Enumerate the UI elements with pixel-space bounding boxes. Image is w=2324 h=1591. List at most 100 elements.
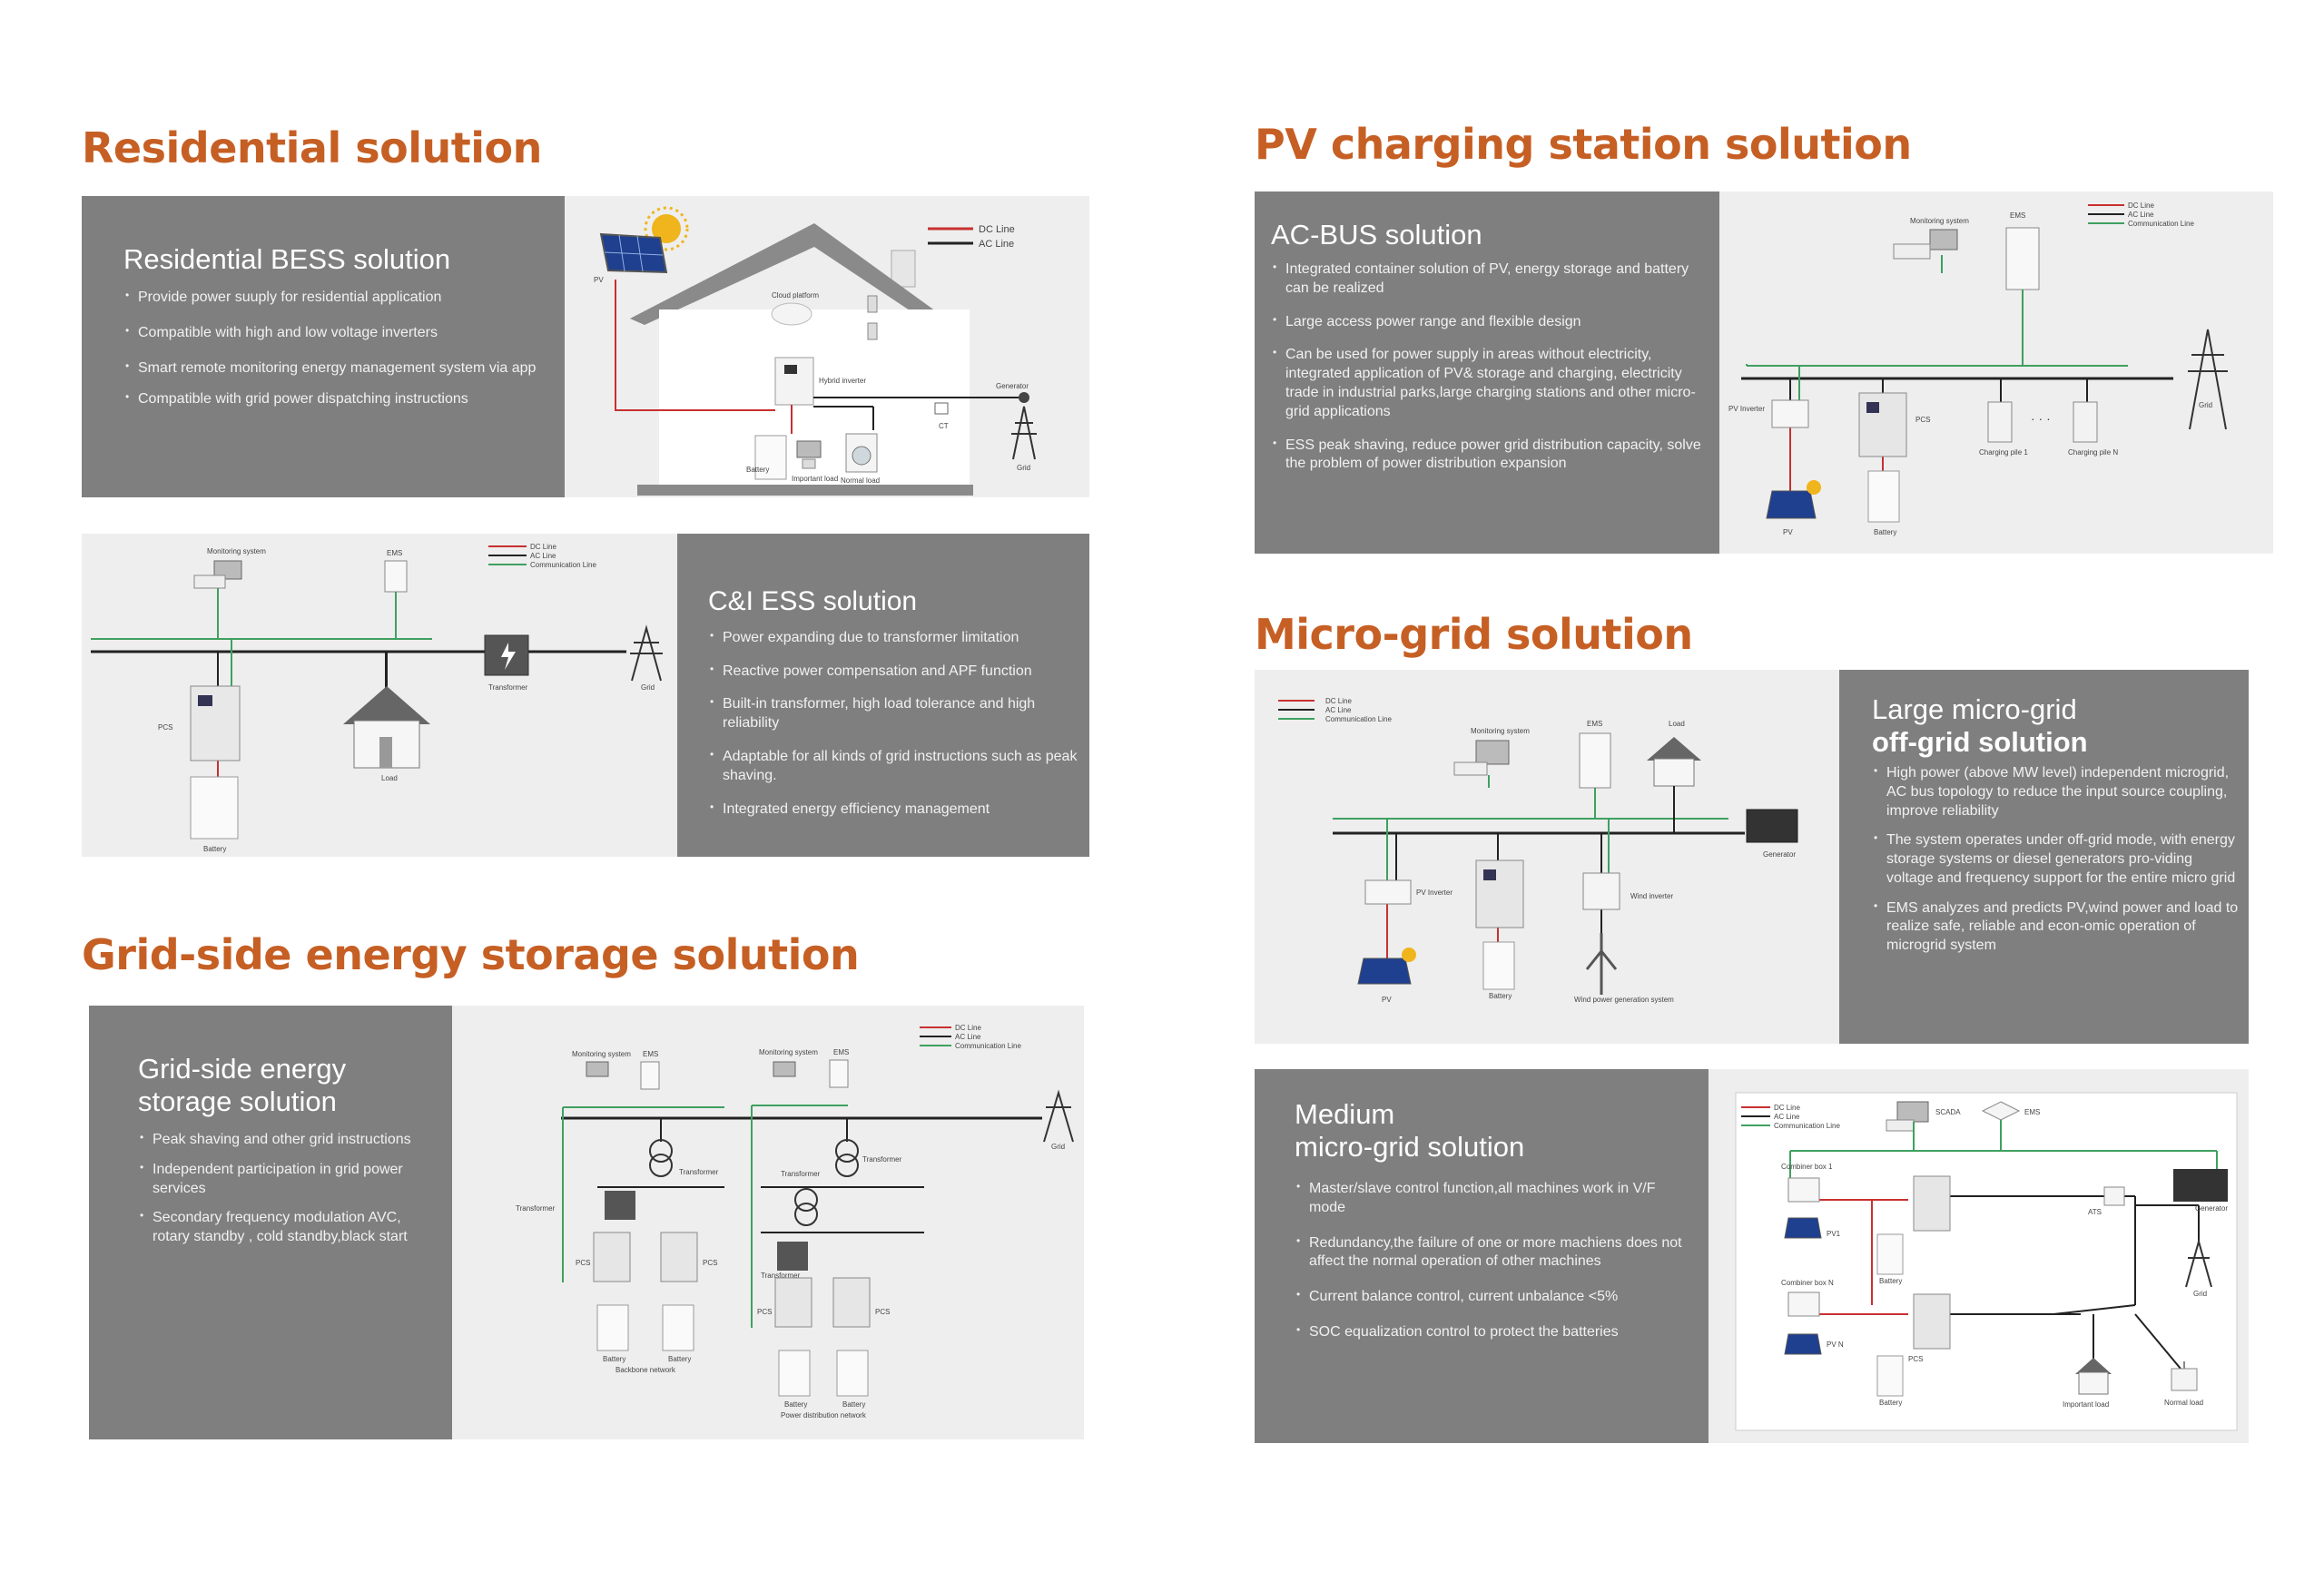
bullet-item: Large access power range and flexible de… <box>1271 313 1707 332</box>
label-battery: Battery <box>203 845 226 853</box>
label-wind-system: Wind power generation system <box>1574 996 1674 1004</box>
grid-tower-icon <box>1011 406 1037 460</box>
label-pcs-2: PCS <box>703 1259 717 1267</box>
label-monitoring: Monitoring system <box>207 547 266 555</box>
phone-icon <box>867 295 878 340</box>
solar-panel-icon <box>1357 948 1416 985</box>
section-title-grid-side: Grid-side energy storage solution <box>82 930 860 979</box>
label-grid: Grid <box>641 683 655 692</box>
label-monitoring: Monitoring system <box>1910 217 1969 225</box>
bullet-item: Provide power suuply for residential app… <box>123 289 537 308</box>
legend: DC Line AC Line <box>928 224 1015 250</box>
legend-ac: AC Line <box>955 1033 981 1041</box>
label-important-load: Important load <box>2063 1400 2109 1409</box>
label-pcs-4: PCS <box>875 1308 890 1316</box>
bullet-list: High power (above MW level) independent … <box>1872 764 2240 956</box>
solar-panel-icon <box>1784 1217 1822 1355</box>
label-pcs-3: PCS <box>757 1308 772 1316</box>
robot-load-icon <box>2171 1361 2198 1391</box>
medium-microgrid-diagram: DC Line AC Line Communication Line SCADA… <box>1709 1069 2249 1443</box>
label-charging-pile-1: Charging pile 1 <box>1979 448 2028 457</box>
label-grid: Grid <box>1051 1143 1065 1151</box>
grid-side-diagram: DC Line AC Line Communication Line Monit… <box>452 1006 1084 1439</box>
ci-ess-diagram: DC Line AC Line Communication Line Monit… <box>82 534 677 857</box>
battery-icon <box>190 776 239 840</box>
bullet-item: EMS analyzes and predicts PV,wind power … <box>1872 899 2240 956</box>
label-transformer-4: Transformer <box>516 1204 556 1213</box>
title-line-2: off-grid solution <box>1872 725 2088 758</box>
pcs-icon <box>1913 1175 1951 1350</box>
label-backbone: Backbone network <box>615 1366 676 1374</box>
label-generator: Generator <box>1763 850 1796 859</box>
label-transformer-5: Transformer <box>761 1272 801 1280</box>
label-battery-2: Battery <box>1879 1399 1902 1407</box>
label-pv: PV <box>1382 996 1392 1004</box>
label-combiner-1: Combiner box 1 <box>1781 1163 1833 1171</box>
label-important-load: Important load <box>792 475 838 483</box>
bullet-item: Power expanding due to transformer limit… <box>708 629 1089 648</box>
bullet-item: Integrated energy efficiency management <box>708 800 1089 820</box>
pcs-icon <box>190 685 241 761</box>
bullet-list: Peak shaving and other grid instructions… <box>138 1131 430 1247</box>
svg-text:· · ·: · · · <box>2031 411 2051 426</box>
bullet-item: Secondary frequency modulation AVC, rota… <box>138 1209 430 1247</box>
card-title: AC-BUS solution <box>1271 219 1482 250</box>
label-load: Load <box>1669 720 1685 728</box>
legend: DC Line AC Line Communication Line <box>920 1024 1021 1050</box>
wires <box>561 1105 1042 1328</box>
house-icon <box>343 686 430 769</box>
generator-icon <box>1746 809 1798 843</box>
legend-ac: AC Line <box>2128 211 2154 219</box>
label-pv: PV <box>1783 528 1793 536</box>
pv-charging-text-panel: AC-BUS solution Integrated container sol… <box>1255 192 1719 554</box>
ci-ess-text-panel: C&I ESS solution Power expanding due to … <box>677 534 1089 857</box>
label-scada: SCADA <box>1935 1108 1961 1116</box>
wires <box>91 588 626 777</box>
label-transformer-3: Transformer <box>781 1170 821 1178</box>
label-monitoring-1: Monitoring system <box>572 1050 631 1058</box>
hybrid-inverter-icon <box>774 357 814 406</box>
legend-comm: Communication Line <box>955 1042 1021 1050</box>
label-ct: CT <box>939 422 949 430</box>
bullet-item: Current balance control, current unbalan… <box>1295 1288 1694 1307</box>
label-pcs: PCS <box>158 723 172 732</box>
wires <box>615 280 1019 434</box>
title-line-1: Large micro-grid <box>1872 693 2077 725</box>
washing-machine-icon <box>845 433 878 473</box>
ems-icon <box>384 560 408 593</box>
bullet-item: Can be used for power supply in areas wi… <box>1271 346 1707 421</box>
wind-turbine-icon <box>1585 933 1618 995</box>
ct-icon <box>934 402 949 415</box>
label-grid: Grid <box>1017 464 1030 472</box>
label-ems: EMS <box>2010 211 2025 220</box>
bullet-list: Provide power suuply for residential app… <box>123 289 537 409</box>
label-battery-4: Battery <box>842 1400 865 1409</box>
wires <box>1333 775 1745 958</box>
ems-icon <box>640 1059 849 1090</box>
label-transformer-1: Transformer <box>679 1168 719 1176</box>
residential-bess-card: Residential BESS solution Provide power … <box>82 196 1089 497</box>
label-monitoring-2: Monitoring system <box>759 1048 818 1056</box>
pv-inverter-icon <box>1364 879 1412 905</box>
label-ems: EMS <box>1587 720 1602 728</box>
card-title: Residential BESS solution <box>123 243 451 275</box>
legend-dc: DC Line <box>530 543 556 551</box>
transformer-box-icon <box>605 1191 808 1271</box>
pcs-icon <box>1475 859 1524 928</box>
label-generator: Generator <box>2195 1204 2228 1213</box>
label-ems: EMS <box>2024 1108 2040 1116</box>
card-title: Grid-side energy storage solution <box>138 1053 347 1117</box>
legend-ac: AC Line <box>979 239 1014 250</box>
label-ems-1: EMS <box>643 1050 658 1058</box>
grid-tower-icon <box>630 624 663 682</box>
solar-panel-icon <box>1766 480 1821 519</box>
computer-icon <box>1886 1101 1929 1132</box>
grid-tower-icon <box>2185 1238 2212 1288</box>
bullet-item: Reactive power compensation and APF func… <box>708 663 1089 682</box>
pcs-icon <box>1858 392 1907 457</box>
card-title: C&I ESS solution <box>708 586 918 616</box>
